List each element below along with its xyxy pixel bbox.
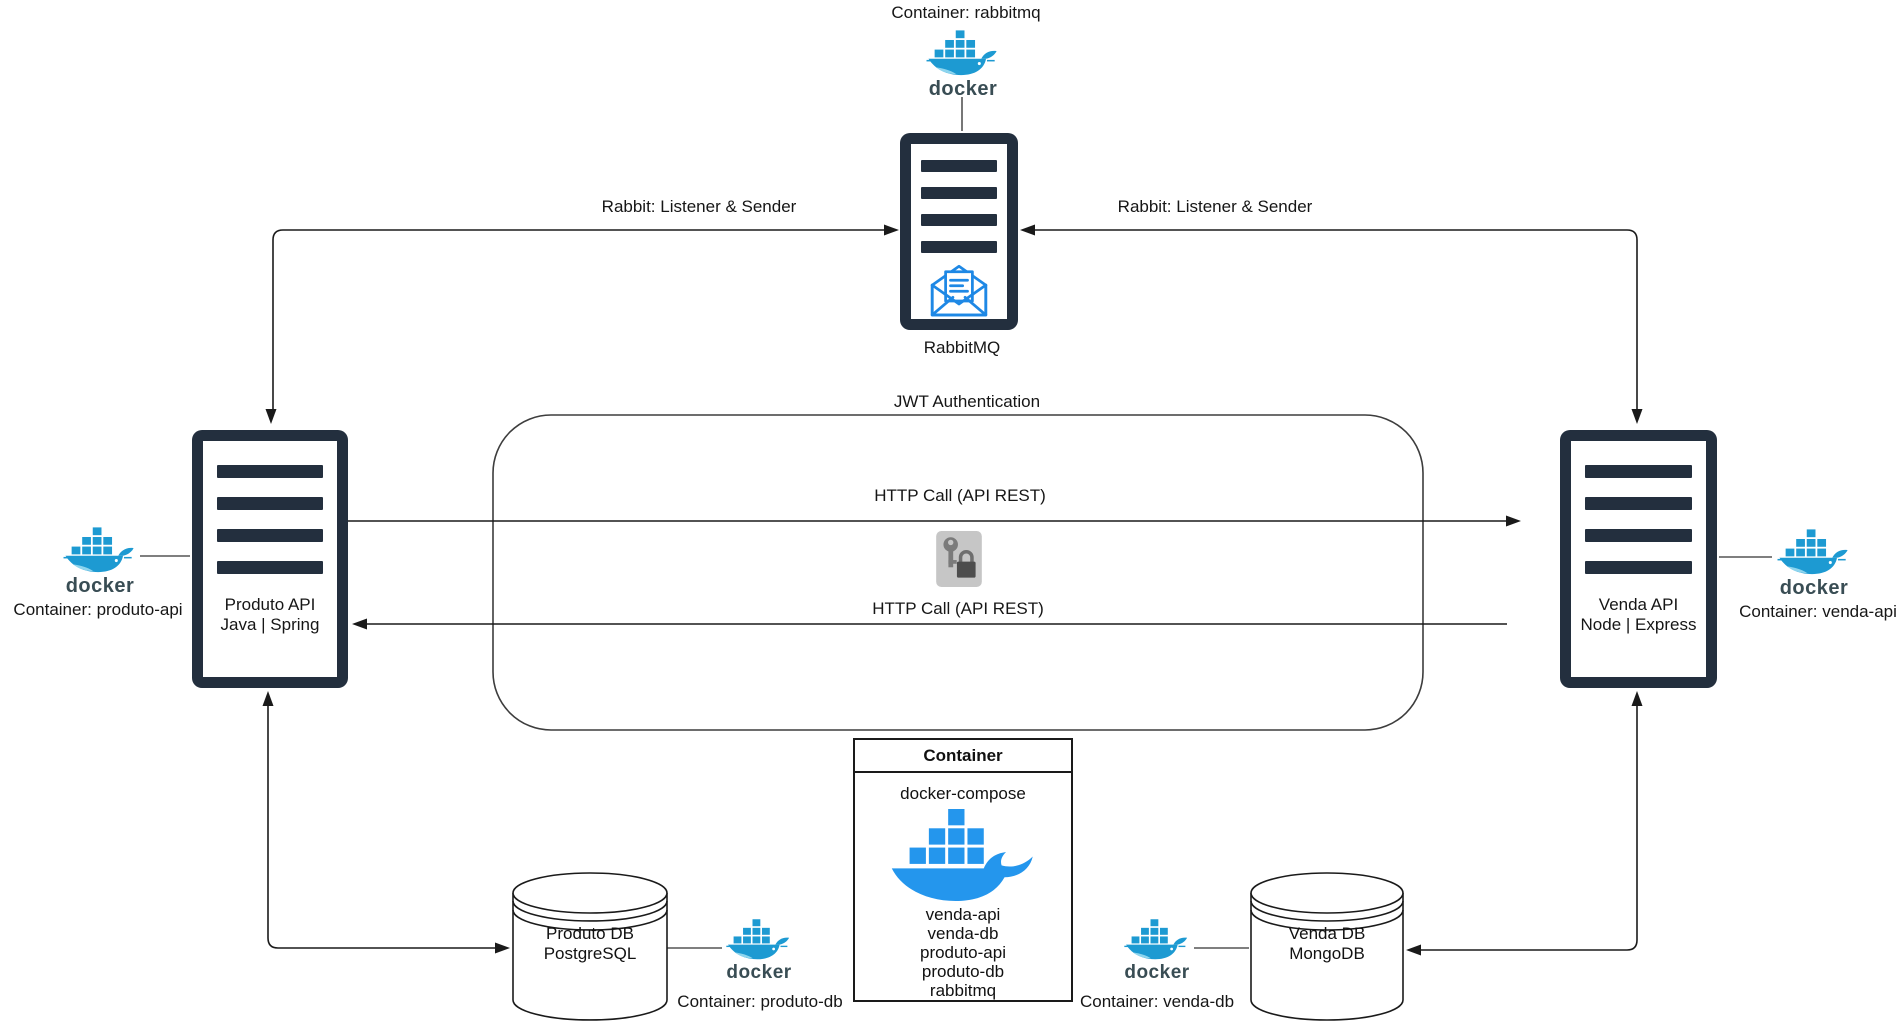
venda-db-cylinder	[1250, 893, 1404, 1021]
venda-api-node: Venda API Node | Express	[1560, 430, 1717, 688]
rabbitmq-container-label: Container: rabbitmq	[891, 3, 1041, 22]
venda-db-title: Venda DB	[1288, 924, 1366, 943]
docker-whale-icon	[1123, 918, 1191, 961]
docker-logo-rabbitmq: docker	[924, 29, 1002, 100]
docker-whale-icon	[725, 918, 793, 961]
docker-logo-venda-api: docker	[1774, 528, 1854, 599]
docker-compose-whale-icon	[888, 809, 1038, 901]
http-top-label: HTTP Call (API REST)	[874, 486, 1046, 505]
docker-logo-produto-api: docker	[60, 526, 140, 597]
produto-db-caption: Produto DB PostgreSQL	[544, 924, 637, 964]
produto-api-node: Produto API Java | Spring	[192, 430, 348, 688]
envelope-icon	[922, 262, 996, 318]
venda-db-subtitle: MongoDB	[1289, 944, 1365, 963]
docker-wordmark: docker	[726, 962, 792, 983]
http-bottom-label: HTTP Call (API REST)	[872, 599, 1044, 618]
docker-wordmark: docker	[65, 575, 135, 597]
compose-service: venda-api	[925, 905, 1001, 924]
produto-api-subtitle: Java | Spring	[220, 615, 320, 634]
database-cylinders	[512, 872, 1404, 1021]
venda-db-container-label: Container: venda-db	[1079, 992, 1235, 1011]
rabbitmq-label: RabbitMQ	[923, 338, 1001, 357]
produto-db-title: Produto DB	[546, 924, 634, 943]
venda-api-title: Venda API	[1598, 595, 1679, 614]
produto-api-caption: Produto API Java | Spring	[203, 595, 337, 635]
compose-service: produto-db	[921, 962, 1005, 981]
jwt-lock-icon	[936, 531, 982, 587]
arrowheads	[262, 224, 1643, 956]
rabbit-right-edge-label: Rabbit: Listener & Sender	[1117, 197, 1313, 216]
compose-service: rabbitmq	[929, 981, 997, 1000]
compose-service: produto-api	[919, 943, 1006, 962]
docker-whale-icon	[1776, 528, 1852, 576]
compose-header: Container	[855, 740, 1071, 773]
docker-whale-icon	[925, 29, 1001, 77]
rabbitmq-node	[900, 133, 1018, 330]
edge-produto-db	[267, 704, 497, 949]
venda-api-container-label: Container: venda-api	[1739, 602, 1897, 621]
venda-db-caption: Venda DB MongoDB	[1289, 924, 1366, 964]
edge-venda-db	[1419, 704, 1638, 951]
jwt-boundary	[492, 414, 1424, 731]
produto-api-title: Produto API	[224, 595, 316, 614]
docker-wordmark: docker	[1779, 577, 1849, 599]
edge-rabbit-venda	[1032, 229, 1638, 412]
produto-db-subtitle: PostgreSQL	[543, 944, 637, 963]
docker-logo-produto-db: docker	[723, 918, 795, 984]
produto-db-container-label: Container: produto-db	[677, 992, 843, 1011]
compose-service: venda-db	[927, 924, 999, 943]
rabbit-left-edge-label: Rabbit: Listener & Sender	[601, 197, 797, 216]
produto-api-container-label: Container: produto-api	[13, 600, 183, 619]
venda-api-caption: Venda API Node | Express	[1571, 595, 1706, 635]
docker-wordmark: docker	[1124, 962, 1190, 983]
compose-container-box: Container docker-compose venda-api venda…	[853, 738, 1073, 1002]
jwt-label: JWT Authentication	[893, 392, 1041, 411]
compose-tool: docker-compose	[900, 784, 1026, 803]
docker-logo-venda-db: docker	[1121, 918, 1193, 984]
docker-wordmark: docker	[928, 78, 998, 100]
produto-db-cylinder	[512, 893, 668, 1021]
venda-api-subtitle: Node | Express	[1580, 615, 1697, 634]
docker-whale-icon	[62, 526, 138, 574]
edge-rabbit-produto	[272, 229, 885, 412]
